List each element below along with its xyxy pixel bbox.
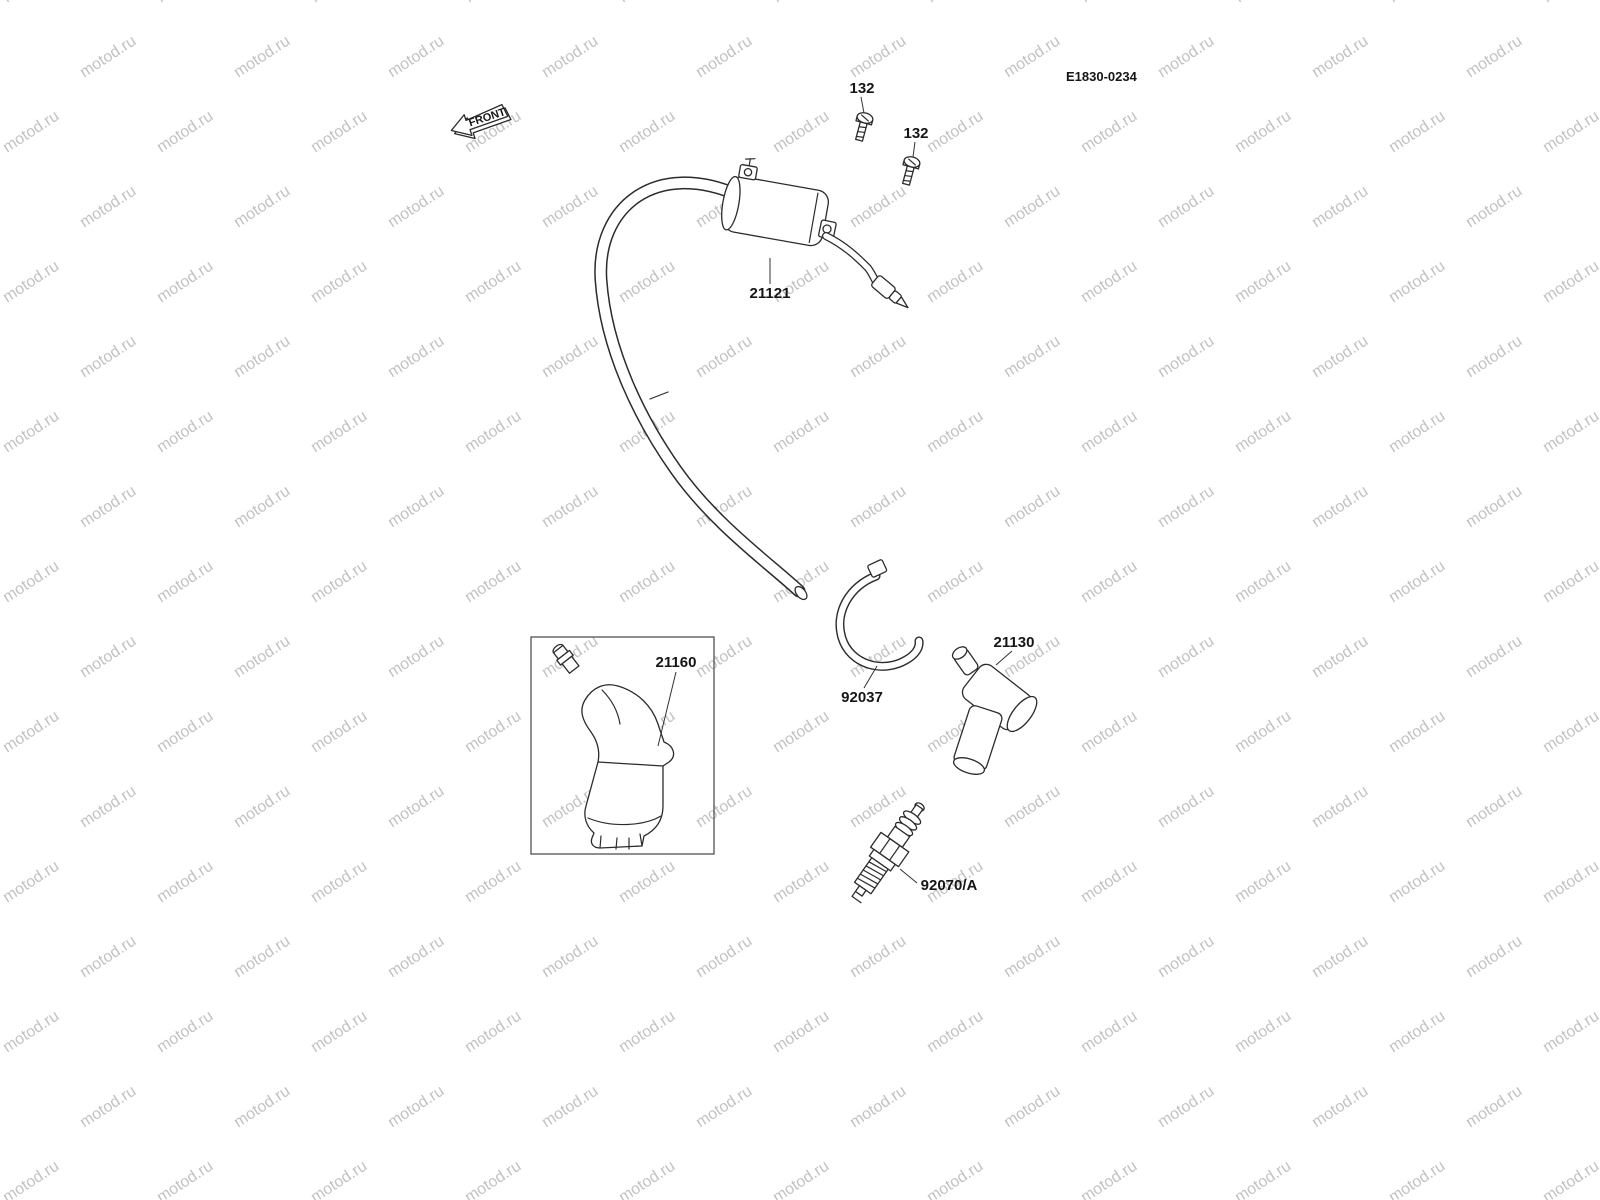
part-label-ignition-coil: 21121 bbox=[750, 285, 791, 302]
leader-cap-boxed bbox=[657, 671, 677, 747]
part-label-plug-cap-boxed: 21160 bbox=[656, 654, 697, 671]
front-arrow-shape bbox=[450, 103, 509, 137]
spark-plug-cable bbox=[594, 176, 808, 601]
boxed-cap-terminal bbox=[552, 643, 580, 674]
part-label-screw-lower: 132 bbox=[903, 125, 928, 142]
front-arrow: FRONT bbox=[450, 103, 512, 140]
leader-screw-lower bbox=[912, 141, 916, 158]
leader-cap bbox=[995, 650, 1013, 666]
plug-cap-drawing bbox=[951, 646, 1038, 775]
part-code: E1830-0234 bbox=[1066, 69, 1138, 84]
screw-upper-drawing bbox=[855, 112, 874, 142]
leader-clamp bbox=[863, 665, 878, 689]
clamp-tab bbox=[867, 559, 888, 578]
part-label-screw-upper: 132 bbox=[849, 80, 874, 97]
part-label-clamp: 92037 bbox=[841, 689, 883, 706]
plug-cap-box bbox=[530, 636, 715, 855]
boxed-plug-cap-drawing bbox=[552, 643, 675, 850]
cable-joint-mark bbox=[649, 391, 669, 400]
cable-end bbox=[794, 585, 808, 601]
part-label-plug-cap: 21130 bbox=[994, 634, 1035, 651]
screw-lower-drawing bbox=[902, 156, 921, 186]
part-label-spark-plug: 92070/A bbox=[921, 877, 978, 894]
boot-outline bbox=[581, 684, 675, 849]
clamp-drawing bbox=[835, 559, 924, 671]
leader-spark-plug bbox=[899, 868, 918, 884]
spark-plug-drawing bbox=[851, 802, 925, 904]
coil-terminal-wire bbox=[822, 232, 909, 309]
ignition-coil-drawing bbox=[721, 158, 837, 247]
leader-screw-upper bbox=[860, 96, 865, 114]
terminal-connector bbox=[871, 275, 909, 309]
